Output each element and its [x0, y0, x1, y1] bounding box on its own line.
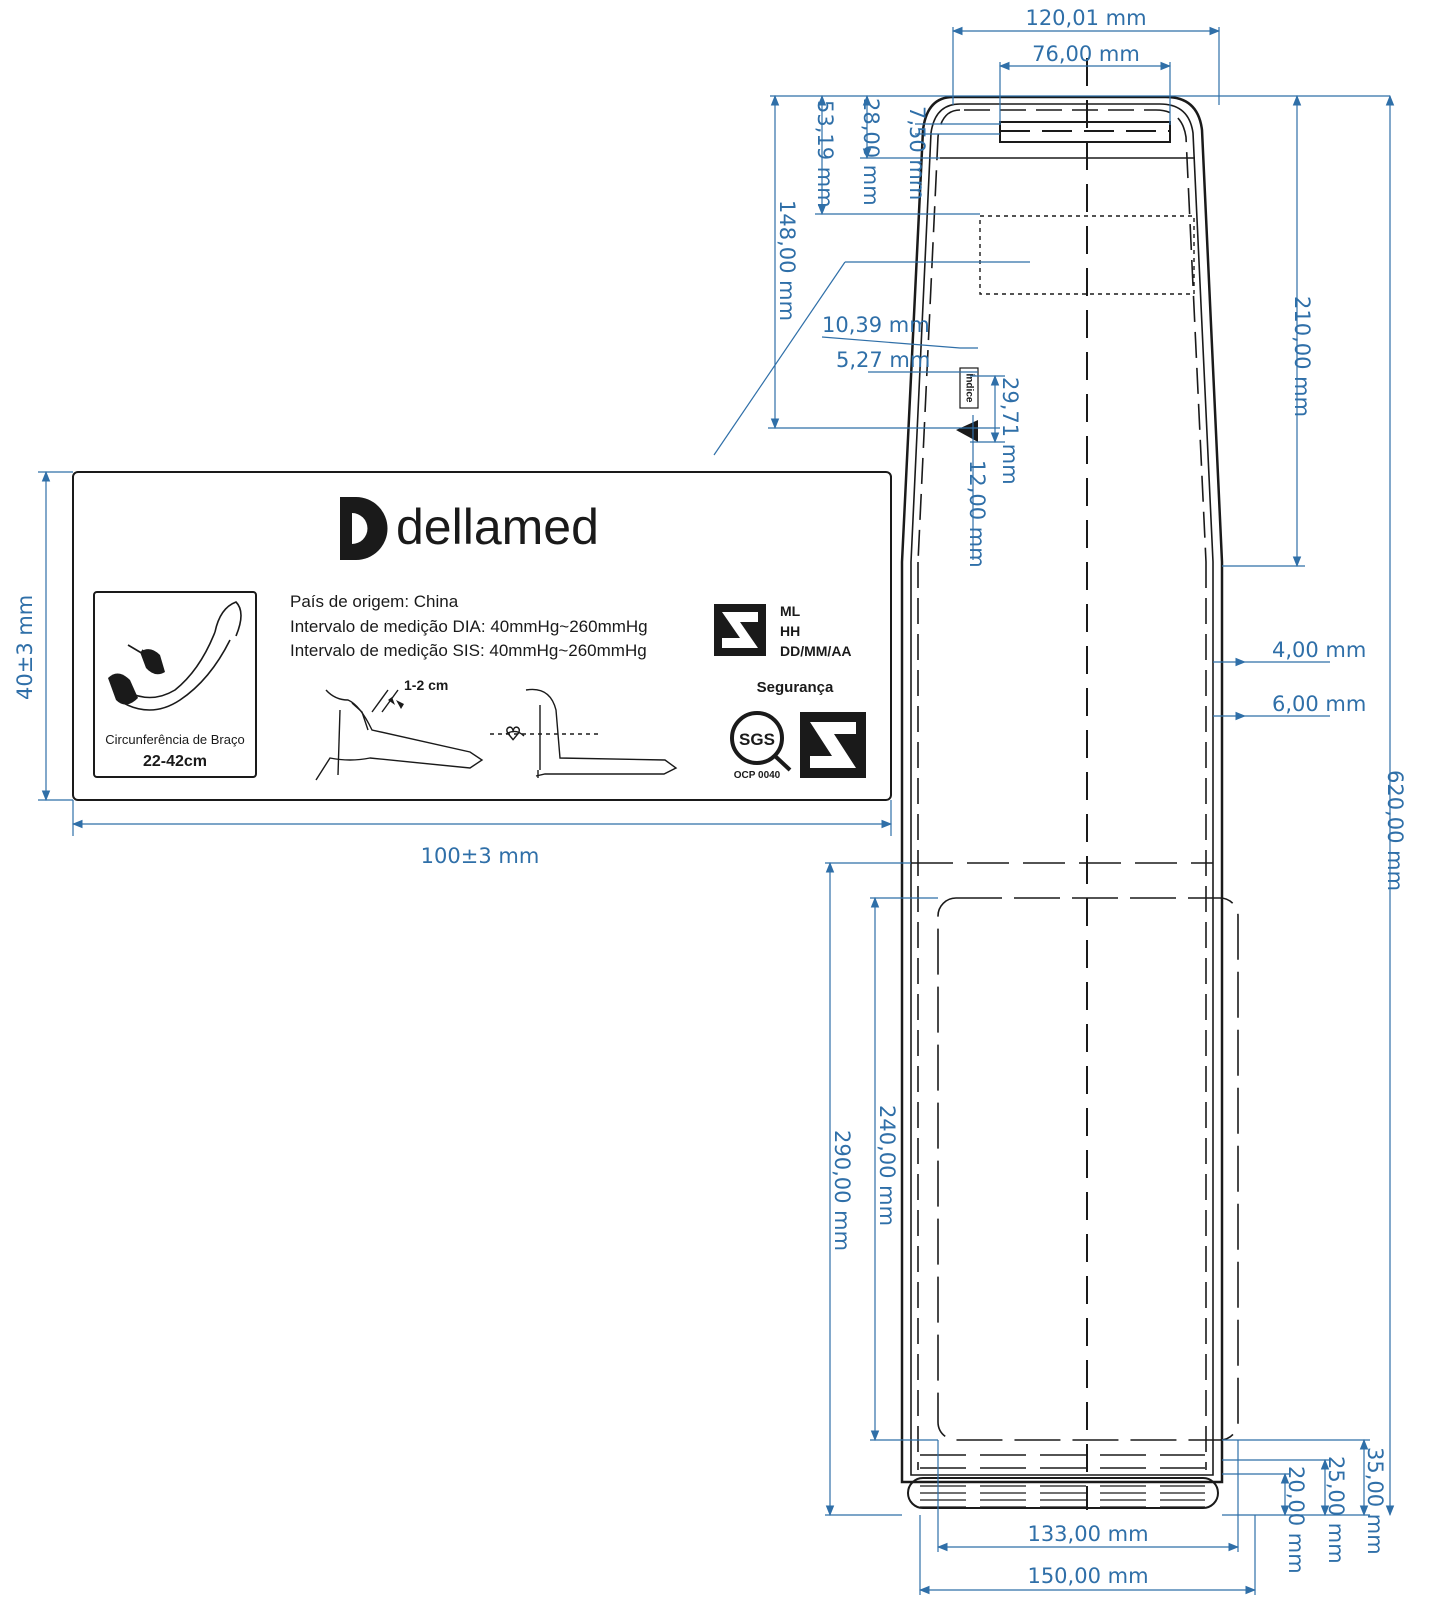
manufacturer-symbol-icon [714, 604, 766, 656]
inmetro-symbol-icon [800, 712, 866, 778]
dia-range-text: Intervalo de medição DIA: 40mmHg~260mmHg [290, 617, 648, 636]
dim-seam-inner: 4,00 mm [1272, 638, 1366, 662]
dim-bladder-length: 240,00 mm [875, 1105, 899, 1226]
label-dimensions [38, 470, 893, 836]
origin-text: País de origem: China [290, 592, 459, 611]
dim-label-width: 100±3 mm [421, 844, 540, 868]
index-marker: Índice [956, 367, 979, 442]
safety-text: Segurança [757, 679, 834, 696]
ocp-text: OCP 0040 [734, 770, 781, 781]
dim-index-width: 10,39 mm [822, 313, 930, 337]
gap-arrow-icon [396, 700, 404, 709]
brand-name: dellamed [396, 499, 599, 555]
dim-tab-height: 28,00 mm [859, 98, 883, 206]
cuff-outline [900, 58, 1239, 1510]
dim-top-width: 120,01 mm [1025, 6, 1146, 30]
index-arrow-icon [956, 420, 978, 442]
dim-inner-top-width: 76,00 mm [1032, 42, 1140, 66]
cuff-icon [108, 673, 138, 705]
dim-end-35: 35,00 mm [1363, 1447, 1387, 1555]
sgs-text: SGS [739, 730, 775, 749]
dim-bladder-width: 133,00 mm [1027, 1522, 1148, 1546]
arm-range: 22-42cm [143, 753, 207, 770]
placement-illustration-icon [315, 688, 678, 781]
dim-index-arrow: 12,00 mm [965, 460, 989, 568]
date-code-hh: HH [780, 623, 800, 639]
date-code-ddmmaa: DD/MM/AA [780, 643, 852, 659]
cuff-dimension-labels: 120,01 mm 76,00 mm 7,50 mm 28,00 mm 53,1… [775, 6, 1407, 1588]
dim-label-height: 40±3 mm [13, 595, 37, 700]
gap-arrow-icon [388, 697, 395, 705]
dim-total-length: 620,00 mm [1383, 770, 1407, 891]
dim-end-20: 20,00 mm [1284, 1466, 1308, 1574]
dim-bladder-section: 290,00 mm [830, 1130, 854, 1251]
dim-seam-outer: 6,00 mm [1272, 692, 1366, 716]
product-label: dellamed Circunferência de Braço 22-42cm… [72, 471, 892, 801]
heart-icon: ♡ [505, 724, 521, 744]
sgs-seal-icon: SGS OCP 0040 [730, 711, 792, 781]
date-code-ml: ML [780, 603, 801, 619]
dim-bottom-width: 150,00 mm [1027, 1564, 1148, 1588]
dim-end-25: 25,00 mm [1324, 1456, 1348, 1564]
dim-index-position: 148,00 mm [775, 200, 799, 321]
arm-circumference-box: Circunferência de Braço 22-42cm [93, 591, 257, 778]
dim-index-height: 29,71 mm [998, 377, 1022, 485]
dim-tab-offset: 7,50 mm [905, 106, 929, 200]
index-text: Índice [963, 374, 976, 403]
gap-hint: 1-2 cm [404, 677, 448, 693]
dim-label-top: 53,19 mm [813, 100, 837, 208]
cuff-dimensions [713, 26, 1395, 1595]
dim-taper-length: 210,00 mm [1290, 296, 1314, 417]
dim-index-offset: 5,27 mm [836, 348, 930, 372]
sis-range-text: Intervalo de medição SIS: 40mmHg~260mmHg [290, 641, 647, 660]
arm-caption: Circunferência de Braço [105, 732, 244, 747]
brand-logo: dellamed [340, 497, 599, 560]
